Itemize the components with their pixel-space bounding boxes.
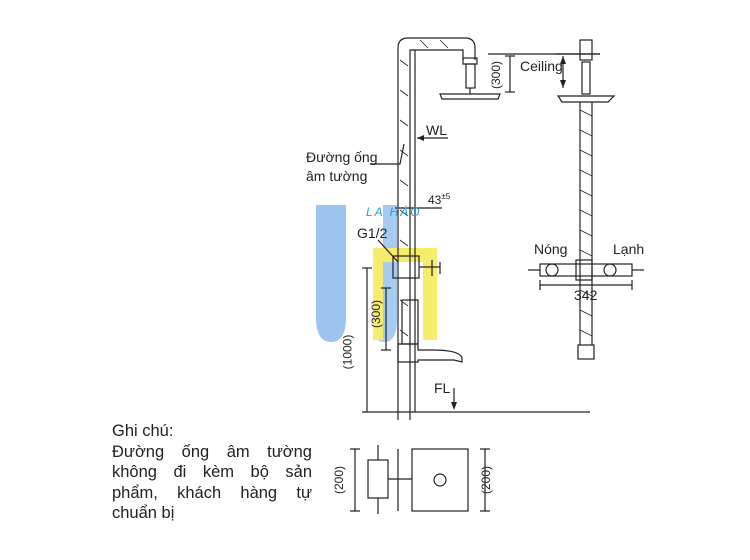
- label-dim-200-right: (200): [479, 465, 494, 495]
- label-hot: Nóng: [534, 241, 568, 257]
- front-view: [528, 39, 644, 360]
- plan-view: [350, 445, 490, 514]
- label-cold: Lạnh: [613, 241, 645, 257]
- label-dim-200-left: (200): [332, 465, 347, 495]
- label-concealed-pipe-1: Đường ống: [306, 149, 378, 165]
- label-fl: FL: [434, 380, 451, 396]
- label-g12: G1/2: [357, 225, 388, 241]
- label-dim-43: 43±5: [428, 192, 451, 207]
- label-ceiling: Ceiling: [520, 58, 563, 74]
- watermark-text: LA HÁO: [366, 205, 422, 219]
- watermark-logo: [316, 205, 437, 342]
- arrowheads: [417, 56, 566, 410]
- label-dim-1000: (1000): [340, 334, 355, 370]
- main-diagram-lines: [362, 37, 600, 420]
- label-dim-300-top: (300): [489, 60, 504, 90]
- note-body: Đường ống âm tường không đi kèm bộ sản p…: [112, 442, 312, 523]
- label-dim-342: 342: [574, 287, 598, 303]
- label-wl: WL: [426, 122, 447, 138]
- label-concealed-pipe-2: âm tường: [306, 168, 368, 184]
- label-dim-300-mid: (300): [369, 299, 384, 329]
- installation-note: Ghi chú: Đường ống âm tường không đi kèm…: [112, 421, 312, 524]
- note-title: Ghi chú:: [112, 422, 174, 440]
